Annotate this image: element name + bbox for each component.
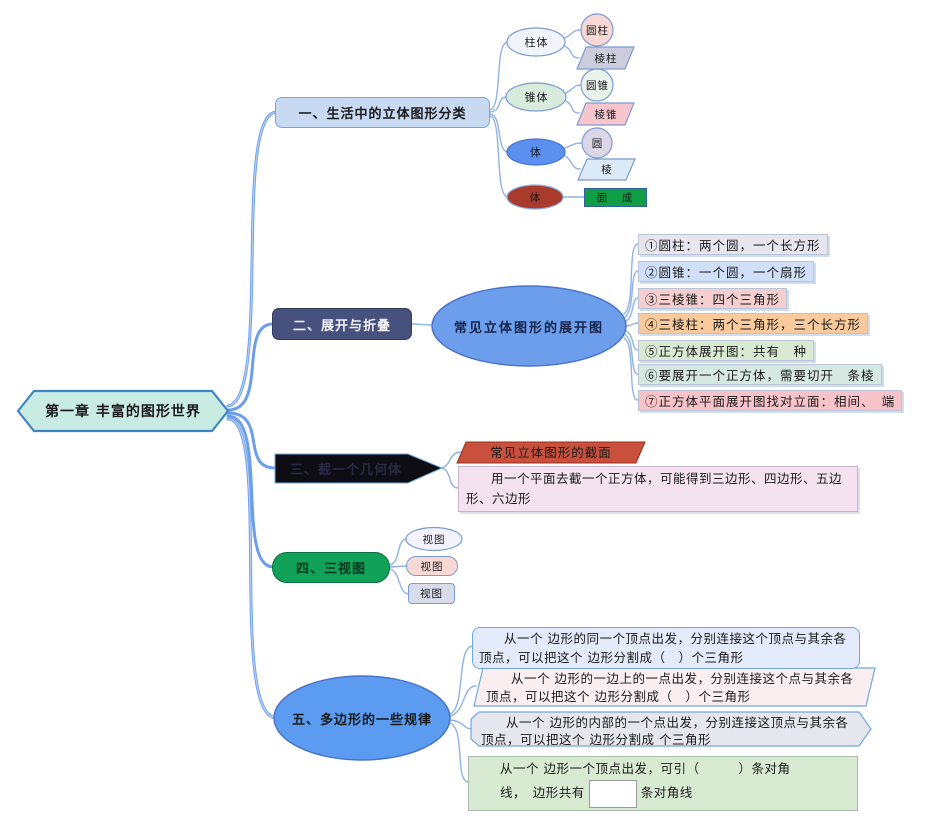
b1-group-zhuti-label[interactable]: 柱体 xyxy=(524,36,549,49)
b5-note3-hexagon[interactable] xyxy=(470,711,872,747)
b1-child-leng-label[interactable]: 棱 xyxy=(601,164,613,176)
branch2-label[interactable]: 二、展开与折叠 xyxy=(272,308,412,340)
branch2-topic-label[interactable]: 常见立体图形的展开图 xyxy=(453,320,604,336)
b3-label-pentagon[interactable] xyxy=(274,453,444,484)
spine-branch5 xyxy=(226,417,279,720)
b4-view-2[interactable]: 视图 xyxy=(406,556,458,576)
b2-item-2[interactable]: ②圆锥：一个圆，一个扇形 xyxy=(638,261,815,282)
b4-view-1[interactable]: 视图 xyxy=(422,534,446,546)
zhuti-ellipse[interactable] xyxy=(506,27,566,57)
wire-b2-item1 xyxy=(623,243,639,315)
b2-item-6[interactable]: ⑥要展开一个正方体，需要切开 条棱 xyxy=(638,364,882,385)
wire-zhu-lengzhu xyxy=(564,45,580,59)
b2-item-3[interactable]: ③三棱锥：四个三角形 xyxy=(638,288,788,309)
b5-note-4-line1: 从一个 边形一个顶点出发，可引（ ）条对角 xyxy=(500,761,791,776)
b2-topic-ellipse[interactable] xyxy=(431,285,627,367)
b1-child-yuanzhu-label[interactable]: 圆柱 xyxy=(586,24,609,37)
wire-b5-note4 xyxy=(449,722,470,783)
wire-b2-item3 xyxy=(623,297,639,323)
branch3-label[interactable]: 三、截一个几何体 xyxy=(289,462,402,478)
view1-ellipse[interactable] xyxy=(405,526,463,552)
wire-b3-note xyxy=(441,467,459,489)
yuan-circle[interactable] xyxy=(581,127,613,159)
wire-b1-ti2 xyxy=(489,115,509,198)
wire-zhu-yuanzhu xyxy=(564,29,582,39)
yuanzhu-circle[interactable] xyxy=(580,13,614,47)
wire-b4-view2 xyxy=(389,565,407,568)
b1-child-yuanzhui-label[interactable]: 圆锥 xyxy=(586,79,609,92)
b2-item-5[interactable]: ⑤正方体展开图：共有 种 xyxy=(638,340,815,361)
b3-topic-parallelogram[interactable] xyxy=(456,441,646,464)
wire-b2-item7 xyxy=(623,337,639,401)
wire-b5-note1 xyxy=(449,645,474,715)
b1-group-ti2-label[interactable]: 体 xyxy=(529,191,542,204)
wire-b3-topic xyxy=(441,451,463,469)
b5-note-4-line2-after: 条对角线 xyxy=(640,785,693,800)
b1-group-zhuiti-label[interactable]: 锥体 xyxy=(524,91,549,104)
wire-b4-view3 xyxy=(389,568,410,595)
lengzhui-parallelogram[interactable] xyxy=(576,102,635,126)
spine-branch4 xyxy=(226,414,275,569)
b5-note-3[interactable]: 从一个 边形的内部的一个点出发，分别连接这顶点与其余各顶点，可以把这个 边形分割… xyxy=(481,715,849,747)
spine-branch3 xyxy=(226,411,277,470)
b5-ellipse[interactable] xyxy=(273,675,451,761)
wire-b5-note2 xyxy=(449,685,477,717)
wire-b2-item2 xyxy=(623,270,639,319)
b2-item-7[interactable]: ⑦正方体平面展开图找对立面：相间、 端 xyxy=(638,390,903,411)
wire-b1-zhui xyxy=(489,96,508,113)
wire-b2-item5 xyxy=(623,329,639,351)
wire-ti-leng xyxy=(564,155,581,170)
b2-item-4[interactable]: ④三棱柱：两个三角形，三个长方形 xyxy=(638,313,869,334)
b1-child-yuan-label[interactable]: 圆 xyxy=(591,137,604,150)
leng-parallelogram[interactable] xyxy=(577,158,636,181)
wire-b2-topic xyxy=(411,323,433,326)
wire-zhui-yuanzhui xyxy=(565,84,582,94)
lengzhu-parallelogram[interactable] xyxy=(576,46,635,70)
b5-note-4-line2-before: 线， 边形共有 xyxy=(500,785,585,800)
spine-branch2 xyxy=(226,322,275,412)
b5-note-2[interactable]: 从一个 边形的一边上的一点出发，分别连接这个点与其余各顶点，可以把这个 边形分割… xyxy=(486,671,854,704)
branch3-topic-label[interactable]: 常见立体图形的截面 xyxy=(490,445,612,460)
b1-child-lengzhu-label[interactable]: 棱柱 xyxy=(594,52,618,65)
wire-ti-yuan xyxy=(564,142,583,149)
ti2-ellipse[interactable] xyxy=(506,184,564,210)
wire-b2-item6 xyxy=(623,333,639,375)
b2-item-1[interactable]: ①圆柱：两个圆，一个长方形 xyxy=(638,234,828,255)
b5-note-1[interactable]: 从一个 边形的同一个顶点出发，分别连接这个顶点与其余各顶点，可以把这个 边形分割… xyxy=(472,627,860,669)
b5-note-4-line2: 线， 边形共有 条对角线 xyxy=(475,779,851,808)
b5-note-4[interactable]: 从一个 边形一个顶点出发，可引（ ）条对角 线， 边形共有 条对角线 xyxy=(468,756,858,811)
b1-child-lengzhui-label[interactable]: 棱锥 xyxy=(594,108,618,121)
wire-zhui-lengzhui xyxy=(565,100,580,114)
spine-branch5-highlight xyxy=(227,418,278,719)
b4-view-3[interactable]: 视图 xyxy=(408,583,455,604)
branch1-label[interactable]: 一、生活中的立体图形分类 xyxy=(275,97,490,128)
wire-b1-ti xyxy=(489,113,509,153)
b1-group-ti-label[interactable]: 体 xyxy=(530,146,542,159)
ti-ellipse[interactable] xyxy=(506,138,566,166)
branch4-label[interactable]: 四、三视图 xyxy=(272,552,390,583)
spine-branch1-highlight xyxy=(227,111,278,407)
branch3-note[interactable]: 用一个平面去截一个正方体，可能得到三边形、四边形、五边形、六边形 xyxy=(458,466,858,512)
b1-child-mian-cheng[interactable]: 面 成 xyxy=(584,188,647,207)
zhuiti-ellipse[interactable] xyxy=(505,82,567,112)
wire-b1-zhu xyxy=(489,41,509,111)
branch5-label[interactable]: 五、多边形的一些规律 xyxy=(291,712,432,728)
wire-b4-view1 xyxy=(389,538,408,566)
root-node-label[interactable]: 第一章 丰富的图形世界 xyxy=(45,404,201,420)
wire-b2-item4 xyxy=(624,322,639,327)
yuanzhui-circle[interactable] xyxy=(580,68,614,102)
blank-field[interactable] xyxy=(588,779,637,808)
root-hexagon[interactable] xyxy=(16,389,230,433)
